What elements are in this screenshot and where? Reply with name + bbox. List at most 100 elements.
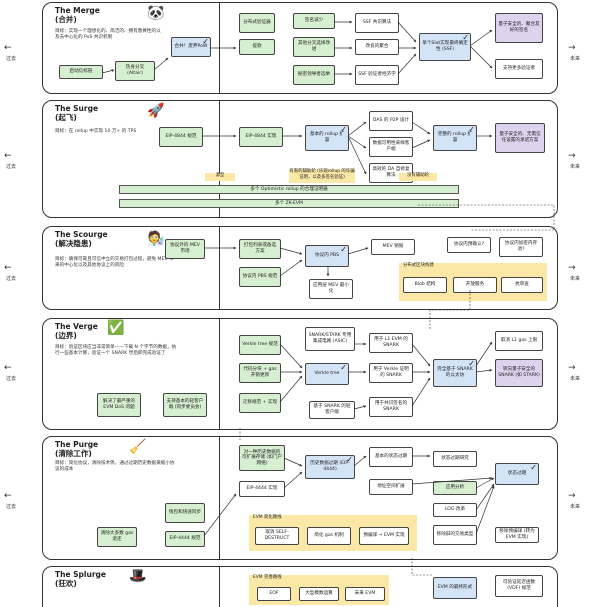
statelessness-box: 支持基本的轻客户端 (同步委员会): [163, 393, 207, 417]
evm-simplify-title: EVM 简化路线: [253, 515, 282, 520]
precompile-box: 移除旧的交易类型: [433, 525, 477, 545]
secret-leader-box: 秘密领导者选举: [293, 65, 335, 85]
mev-burn-box: MEV 销毁: [371, 239, 415, 255]
check-icon: ✓: [346, 455, 353, 464]
verkle-snark-box: 用于 Verkle 证明的 SNARK: [369, 363, 413, 383]
lane-divider: [219, 101, 220, 217]
snark-stark-box: SNARK/STARK 专用集成电路 (ASIC): [305, 327, 355, 351]
censorship-box: 抗审查: [501, 277, 543, 293]
data-sampler-box: 数据可用性采样客户端: [369, 137, 413, 157]
extra-mev-box: 协议外的 MEV 市场: [165, 239, 205, 259]
lane-goal: 目标：在 rollup 中实现 10 万+ 的 TPS: [55, 129, 137, 134]
altair-box: 热身分叉 (Altair): [115, 61, 155, 81]
evm-improve-title: EVM 完善路线: [253, 575, 282, 580]
right-arrow-icon: →: [568, 263, 576, 273]
past-label: 过去: [6, 504, 17, 510]
checkmark-icon: ✅: [107, 320, 125, 336]
lane-divider: [219, 567, 220, 607]
eip4844-impl-box: EIP-4844 实现: [239, 127, 283, 147]
future-label: 未来: [570, 504, 581, 510]
left-arrow-icon: ←: [4, 363, 12, 373]
quantum-snark-box: 转向量子安全的 SNARK (如 STARK): [495, 359, 543, 387]
purge-lane: The Purge(清除工作) 🧹 目标：简化协议，清除技术债，通过过期历史数据…: [42, 436, 558, 560]
vdf-box: 可验证延迟函数 (VDF) 规范: [495, 575, 543, 597]
left-arrow-icon: ←: [4, 263, 12, 273]
clear-gas-box: 清除大多数 gas 退还: [97, 527, 137, 547]
lane-title: The Scourge(解决隐患): [55, 230, 108, 248]
ssf-algo-box: SSF 共识算法: [355, 13, 399, 33]
panda-icon: 🐼: [147, 5, 165, 21]
simple-gas-box: 简化 gas 机制: [307, 527, 351, 545]
left-arrow-icon: ←: [4, 151, 12, 161]
lite-gas-box: 取消 L1 gas 上限: [495, 331, 543, 351]
quantum-sigs-box: 量子安全的、聚合友好的签名: [495, 13, 543, 43]
stark-sig-box: 用于共识签名的 SNARK: [369, 397, 413, 417]
state-expiry-full-box: 状态过期✓: [495, 463, 539, 485]
future-label: 未来: [570, 276, 581, 282]
evm-snark-box: 用于 L1 EVM 的 SNARK: [369, 333, 413, 353]
inclusion-list-box: 打包列表或备选方案: [239, 239, 281, 259]
past-label: 过去: [6, 164, 17, 170]
check-icon: ✓: [530, 463, 537, 472]
future-label: 未来: [570, 56, 581, 62]
blob-structure-box: Blob 结构: [403, 277, 447, 293]
lane-goal: 目标：实现一个理想化的、简洁的、拥有鲁棒性的以及去中心化的 PoS 共识机制: [55, 29, 161, 40]
evm-dos-box: 解决了最严重的 EVM DoS 问题: [97, 393, 141, 417]
left-arrow-icon: ←: [4, 491, 12, 501]
lane-title: The Splurge(狂欢): [55, 570, 106, 588]
lane-title: The Surge(起飞): [55, 104, 99, 122]
zkevm-bar: 多个 ZK-EVM: [119, 199, 459, 208]
more-validators-box: 支持更多验证者: [495, 59, 543, 79]
training-wheels-note: 有限的辅助轮 (乐观rollup 的诈骗证明，以及多签名验证): [289, 169, 355, 183]
check-icon: ✓: [468, 359, 475, 368]
precompile-evm-box: 移除预编译 (转为 EVM 实现): [495, 527, 539, 543]
lane-title: The Merge(合并): [55, 6, 100, 24]
verkle-spec-box: Verkle tree 规范: [239, 335, 281, 355]
lane-divider: [219, 227, 220, 309]
state-expiry-box: 基本的状态过期: [369, 447, 413, 467]
precompile-to-evm-box: 预编译 → EVM 实现: [359, 527, 409, 545]
selfdestruct-box: 取消 SELF-DESTRUCT: [255, 527, 299, 545]
stateful-research-box: 状态过期研究: [433, 451, 477, 467]
pbs-spec-box: 协议内 PBS 规范: [239, 267, 281, 287]
threshold-enc-box: 协议内加密内存池?: [499, 237, 543, 257]
scourge-lane: The Scourge(解决隐患) 🧑‍🔬 目标：确保可靠且可信中立的交易打包过…: [42, 226, 558, 310]
sync-history-box: 钱包和快速同步: [165, 503, 205, 523]
past-label: 过去: [6, 276, 17, 282]
launch-beacon-box: 启动信标链: [59, 65, 103, 79]
past-label: 过去: [6, 56, 17, 62]
protocol-fee-box: 协议内预确认?: [447, 237, 491, 253]
lane-goal: 目标：确保可靠且可信中立的交易打包过程，避免 MEV 带来的中心化以及其他协议上…: [55, 257, 174, 268]
rocket-icon: 🚀: [147, 103, 165, 119]
distributed-validator-box: 分布式验证器: [239, 13, 275, 33]
lane-divider: [219, 437, 220, 559]
ssf-validator-box: SSF 验证者经济学: [355, 65, 399, 85]
distributed-builder-title: 分布式区块构建: [403, 263, 434, 268]
eip4444-impl-box: EIP-4444 实现: [239, 481, 285, 497]
check-icon: ✓: [340, 245, 347, 254]
right-arrow-icon: →: [568, 491, 576, 501]
scientist-icon: 🧑‍🔬: [147, 231, 165, 247]
fork-choice-box: 其他分叉选择改进: [293, 37, 335, 57]
future-label: 未来: [570, 376, 581, 382]
single-slot-sig-box: 签名减少: [293, 13, 335, 29]
mev-min-box: 应用层 MEV 最小化: [309, 279, 353, 299]
check-icon: ✓: [340, 363, 347, 372]
pbs-box: 协议内 PBS✓: [305, 245, 349, 267]
das-p2p-box: DAS 的 P2P 设计: [369, 111, 413, 131]
lane-title: The Verge(边界): [55, 322, 98, 340]
check-icon: ✓: [202, 37, 209, 46]
lane-title: The Purge(清除工作): [55, 440, 99, 458]
ssf-agg-box: 改良的聚合: [355, 39, 399, 55]
rollup-basic-box: 基本的 rollup 扩容✓: [305, 125, 349, 151]
broom-icon: 🧹: [129, 439, 147, 455]
check-icon: ✓: [462, 33, 469, 42]
withdrawal-box: 提款: [239, 39, 275, 55]
right-arrow-icon: →: [568, 363, 576, 373]
check-icon: ✓: [468, 125, 475, 134]
log-reform-box: LOG 改革: [433, 503, 477, 517]
lane-goal: 目标：验证区块应当非常简单——下载 N 个字节的数据，执行一些基本计算，验证一个…: [55, 345, 177, 356]
surge-lane: The Surge(起飞) 🚀 目标：在 rollup 中实现 10 万+ 的 …: [42, 100, 558, 218]
eip4444-spec-box: EIP-4444 规范: [165, 531, 205, 547]
